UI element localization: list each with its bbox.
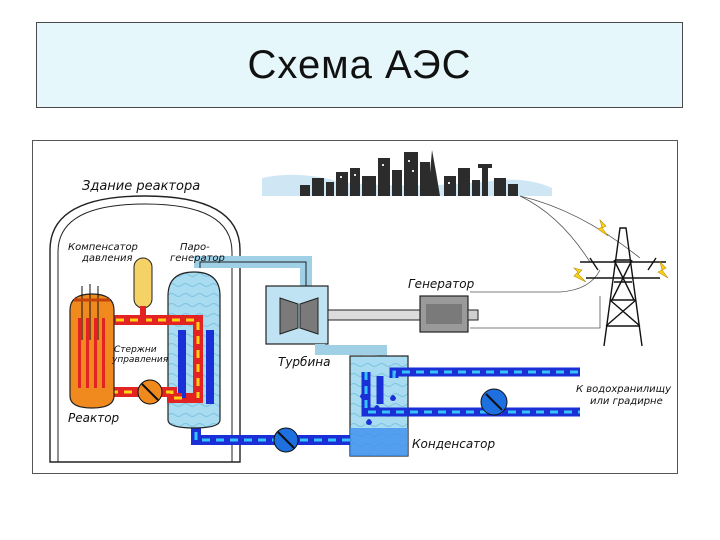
feed-pump-icon: [273, 427, 299, 453]
label-reactor: Реактор: [68, 411, 120, 425]
label-generator: Генератор: [408, 277, 475, 291]
label-steam-gen-2: генератор: [170, 253, 225, 264]
label-reactor-building: Здание реактора: [82, 179, 200, 194]
page-title: Схема АЭС: [247, 42, 472, 87]
steam-line: [194, 256, 312, 300]
label-control-rods-2: управления: [111, 355, 169, 365]
label-condenser: Конденсатор: [412, 437, 496, 451]
pressurizer: [133, 257, 153, 322]
label-outlet-2: или градирне: [590, 396, 663, 407]
label-pressurizer-1: Компенсатор: [68, 242, 138, 253]
exhaust-pipe: [315, 344, 387, 358]
lightning-icon: [573, 218, 669, 283]
turbine: [265, 285, 421, 345]
label-turbine: Турбина: [278, 355, 330, 369]
cooling-pump-icon: [480, 388, 508, 416]
cooling-water-loop: [361, 367, 580, 417]
city-skyline: [262, 150, 552, 196]
reactor-vessel: [69, 284, 115, 409]
label-steam-gen-1: Паро-: [180, 242, 210, 253]
reactor-pump-icon: [137, 379, 163, 405]
generator: [419, 295, 479, 333]
title-box: Схема АЭС: [36, 22, 683, 108]
label-outlet-1: К водохранилищу: [576, 384, 672, 395]
label-control-rods-1: Стержни: [114, 345, 157, 355]
power-lines: [470, 195, 641, 329]
label-pressurizer-2: давления: [81, 253, 133, 264]
transmission-tower: [580, 227, 666, 347]
